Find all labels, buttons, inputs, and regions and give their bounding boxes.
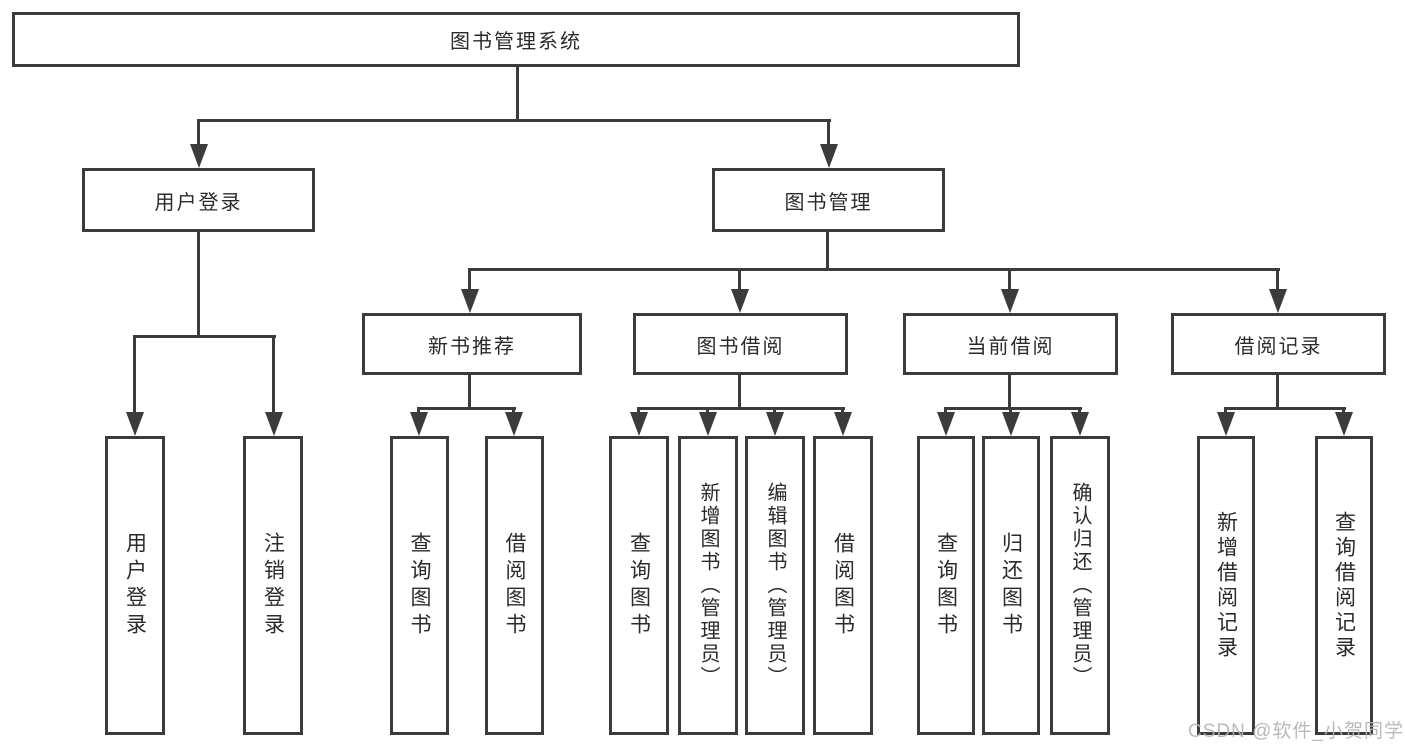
connector-login-rail [133,335,276,338]
arrowhead-records-leaf1 [1217,412,1235,436]
leaf-add-book-admin: 新增图书（管理员） [678,436,738,735]
arrowhead-newbook-leaf2 [505,412,523,436]
connector-borrow-rail [637,407,845,410]
leaf-add-book-admin-label: 新增图书（管理员） [697,482,719,689]
connector-borrow-stem [738,374,741,410]
leaf-borrow-query-label: 查询图书 [627,531,651,640]
leaf-newbook-borrow: 借阅图书 [485,436,544,735]
connector-records-stem [1276,374,1279,410]
connector-current-stem [1008,374,1011,410]
arrowhead-l3-3 [1001,289,1019,313]
arrowhead-borrow-leaf4 [834,412,852,436]
leaf-user-login: 用户登录 [105,436,165,735]
leaf-newbook-borrow-label: 借阅图书 [503,531,526,640]
arrowhead-login-leaf2 [265,412,283,436]
connector-mgmt-rail [468,268,1280,271]
leaf-borrow-book-label: 借阅图书 [831,531,855,640]
connector-login-drop [197,119,200,147]
node-borrow-records: 借阅记录 [1171,313,1386,375]
node-book-borrow: 图书借阅 [633,313,848,375]
connector-mgmt-stem [826,231,829,270]
arrowhead-borrow-leaf2 [699,412,717,436]
leaf-add-borrow-record-label: 新增借阅记录 [1214,510,1238,661]
leaf-logout-label: 注销登录 [261,531,285,640]
leaf-return-book: 归还图书 [982,436,1040,735]
leaf-borrow-book: 借阅图书 [813,436,873,735]
leaf-confirm-return-admin-label: 确认归还（管理员） [1069,482,1091,689]
arrowhead-borrow-leaf1 [630,412,648,436]
connector-newbook-rail [417,407,516,410]
connector-l3-drop-4 [1276,268,1279,292]
node-library-system: 图书管理系统 [12,12,1020,67]
arrowhead-borrow-leaf3 [766,412,784,436]
connector-root-stem [516,66,519,122]
arrowhead-current-leaf3 [1071,412,1089,436]
leaf-logout: 注销登录 [243,436,303,735]
csdn-watermark: CSDN @软件_小贺同学 [1188,721,1404,742]
connector-newbook-stem [468,374,471,410]
arrowhead-current-leaf1 [937,412,955,436]
arrowhead-l3-2 [731,289,749,313]
leaf-query-borrow-record: 查询借阅记录 [1315,436,1373,735]
leaf-add-borrow-record: 新增借阅记录 [1197,436,1255,735]
leaf-newbook-query-label: 查询图书 [408,531,431,640]
leaf-edit-book-admin: 编辑图书（管理员） [745,436,805,735]
leaf-confirm-return-admin: 确认归还（管理员） [1050,436,1110,735]
connector-l1-rail [197,119,831,122]
connector-records-rail [1224,407,1346,410]
connector-l3-drop-3 [1008,268,1011,292]
leaf-current-query-label: 查询图书 [934,531,958,640]
leaf-current-query: 查询图书 [917,436,975,735]
arrowhead-mgmt [820,144,838,168]
leaf-borrow-query: 查询图书 [609,436,669,735]
connector-mgmt-drop [827,119,830,147]
arrowhead-records-leaf2 [1335,412,1353,436]
connector-l3-drop-2 [738,268,741,292]
connector-l3-drop-1 [468,268,471,292]
arrowhead-login-leaf1 [126,412,144,436]
arrowhead-current-leaf2 [1002,412,1020,436]
arrowhead-l3-1 [461,289,479,313]
leaf-newbook-query: 查询图书 [390,436,449,735]
node-current-borrow: 当前借阅 [903,313,1118,375]
node-new-book-recommend: 新书推荐 [362,313,582,375]
connector-current-rail [944,407,1082,410]
connector-login-leaf2-drop [272,335,275,415]
leaf-edit-book-admin-label: 编辑图书（管理员） [764,482,786,689]
arrowhead-l3-4 [1269,289,1287,313]
leaf-user-login-label: 用户登录 [123,531,147,640]
node-user-login: 用户登录 [82,168,315,232]
connector-login-leaf1-drop [133,335,136,415]
connector-login-stem [197,231,200,337]
arrowhead-newbook-leaf1 [410,412,428,436]
node-book-management: 图书管理 [712,168,945,232]
leaf-return-book-label: 归还图书 [999,531,1023,640]
leaf-query-borrow-record-label: 查询借阅记录 [1332,510,1356,661]
arrowhead-login [190,144,208,168]
